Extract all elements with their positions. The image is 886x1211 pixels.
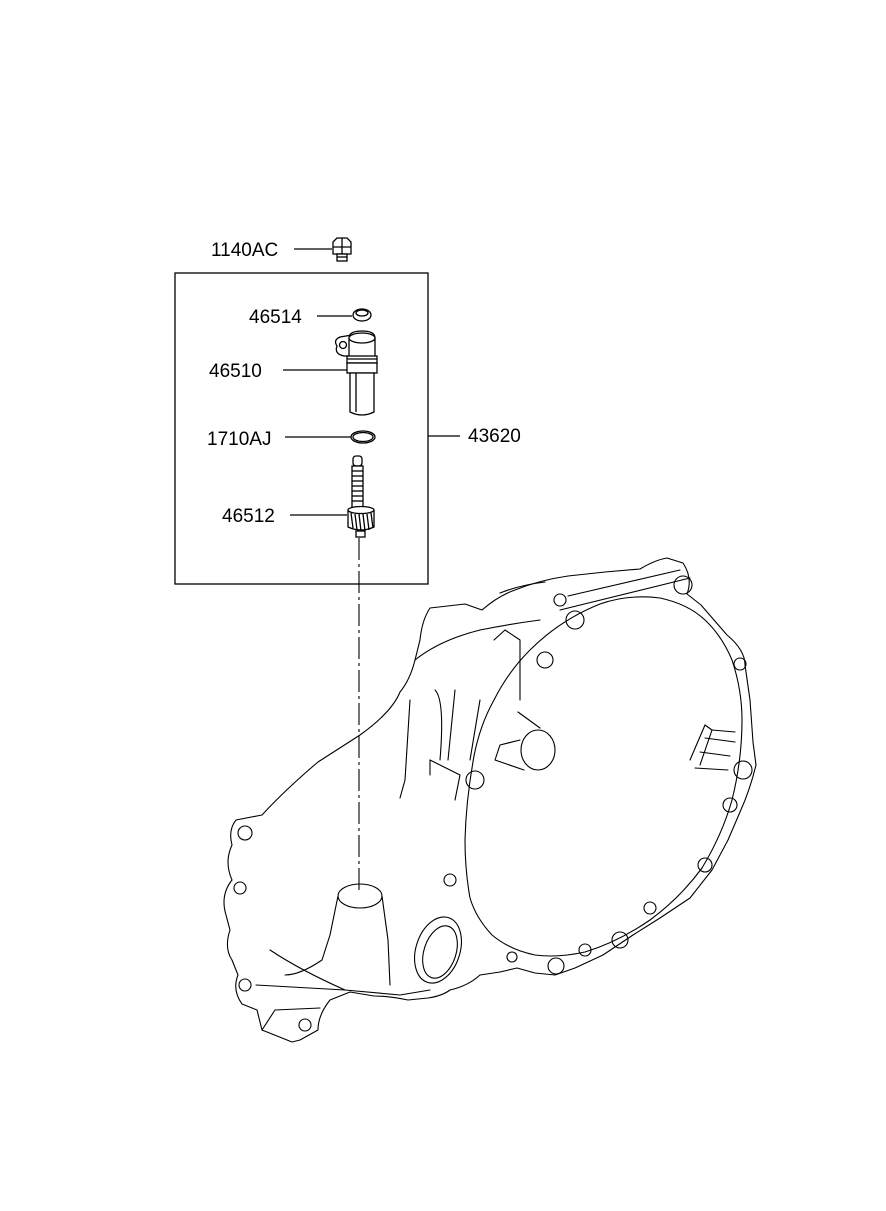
- bolt-icon[interactable]: [332, 237, 352, 262]
- assembly-box: [174, 272, 429, 585]
- label-46514[interactable]: 46514: [249, 307, 302, 328]
- label-1140ac[interactable]: 1140AC: [211, 240, 278, 261]
- label-1710aj[interactable]: 1710AJ: [207, 429, 271, 450]
- gear-icon[interactable]: [347, 455, 375, 538]
- label-43620[interactable]: 43620: [468, 426, 521, 447]
- leader-lines: [283, 248, 460, 516]
- transmission-case-icon: [223, 557, 757, 1043]
- sleeve-icon[interactable]: [334, 330, 378, 416]
- oring-icon[interactable]: [350, 430, 376, 444]
- label-46512[interactable]: 46512: [222, 506, 275, 527]
- bush-icon[interactable]: [352, 308, 372, 322]
- label-46510[interactable]: 46510: [209, 361, 262, 382]
